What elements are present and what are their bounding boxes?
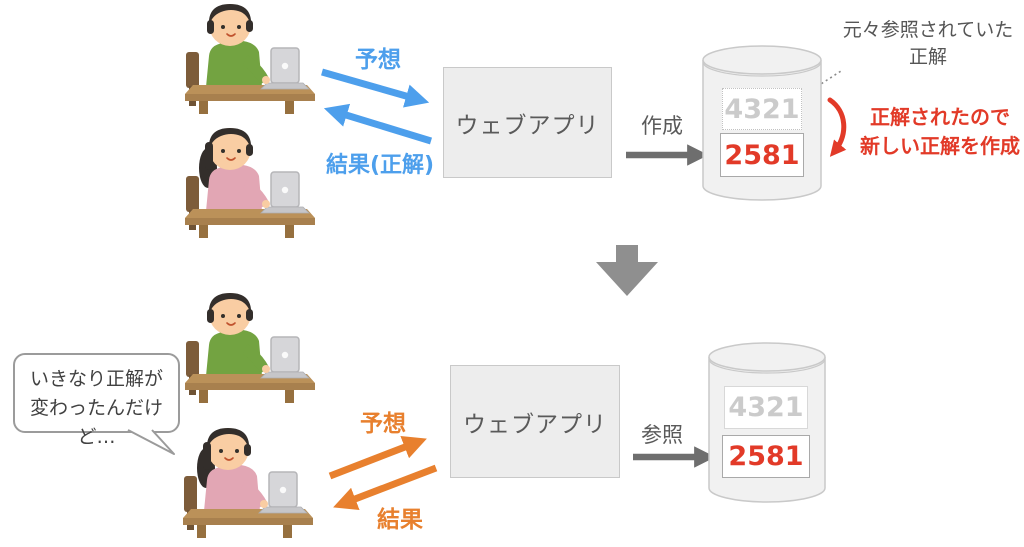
man-at-laptop-illustration-top [185,4,315,114]
speech-bubble-line1: いきなり正解が [29,368,163,390]
web-app-label-top: ウェブアプリ [455,112,600,139]
new-answer-value-top: 2581 [720,133,804,177]
web-app-box-top: ウェブアプリ [443,67,612,178]
result-arrow-bottom [333,464,438,511]
original-answer-note-line2: 正解 [908,46,947,68]
speech-bubble: いきなり正解が 変わったんだけど… [13,353,180,448]
section-divider-down-arrow [596,245,658,296]
predict-label-bottom: 予想 [360,411,406,437]
new-answer-note-line1: 正解されたので [870,105,1010,129]
web-app-box-bottom: ウェブアプリ [450,365,620,478]
predict-arrow-top [321,68,430,108]
woman-at-laptop-illustration-top [185,128,315,238]
new-answer-curved-arrow [827,97,847,157]
original-answer-note: 元々参照されていた 正解 [836,17,1020,71]
original-answer-note-line1: 元々参照されていた [842,19,1014,41]
dotted-connector-line [803,70,842,96]
predict-arrow-bottom [328,436,427,480]
speech-bubble-tail [127,429,175,455]
man-at-laptop-illustration-bottom [185,293,315,403]
speech-bubble-line2: 変わったんだけど… [29,397,163,448]
new-answer-note-line2: 新しい正解を作成 [860,134,1020,158]
create-label: 作成 [641,114,683,138]
web-app-label-bottom: ウェブアプリ [463,411,607,438]
result-label-top: 結果(正解) [325,153,435,178]
old-answer-value-bottom: 4321 [724,386,808,429]
reference-label: 参照 [641,423,683,447]
current-answer-value-bottom: 2581 [722,435,810,478]
old-answer-value-top: 4321 [722,88,802,130]
new-answer-note: 正解されたので 新しい正解を作成 [856,103,1024,161]
result-label-bottom: 結果 [377,507,423,533]
predict-label-top: 予想 [355,47,401,73]
woman-at-laptop-illustration-bottom [183,428,313,538]
result-arrow-top [323,103,433,145]
